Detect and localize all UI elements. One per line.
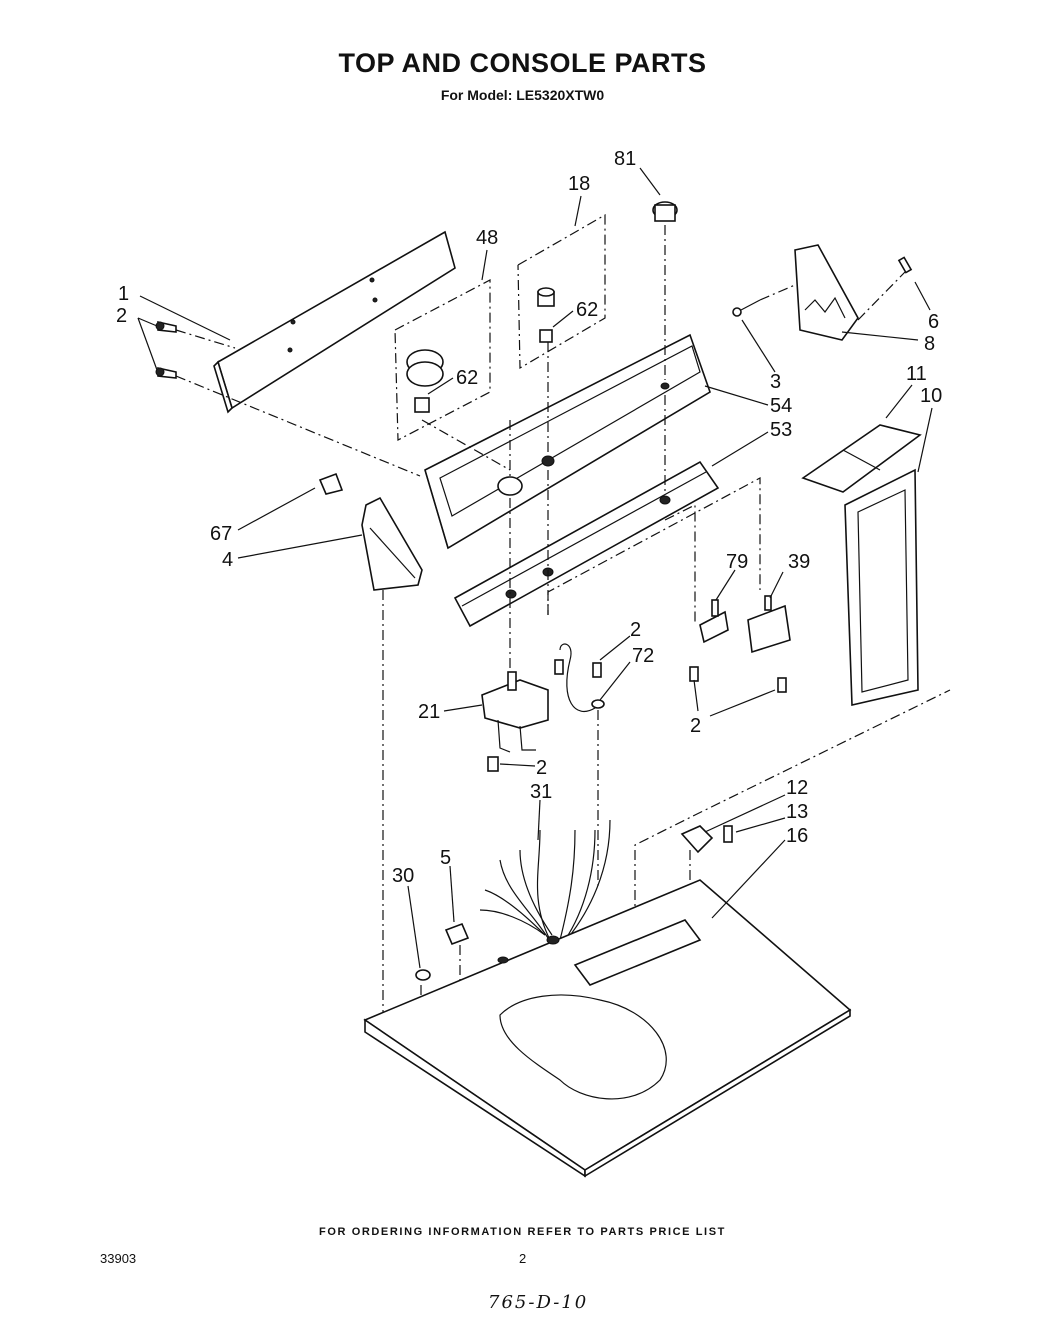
part-wire-harness (479, 819, 611, 941)
callout-10: 10 (920, 385, 942, 407)
callout-2-rear-screws: 2 (116, 305, 127, 327)
part-screw-3 (732, 299, 761, 317)
page-title: TOP AND CONSOLE PARTS (338, 48, 707, 78)
page-number: 2 (519, 1251, 527, 1266)
part-screw-21 (487, 756, 499, 772)
callout-79: 79 (726, 551, 748, 573)
part-ground-wire (554, 643, 605, 713)
part-clip-5 (444, 922, 470, 946)
callout-81: 81 (614, 148, 636, 170)
part-timer (481, 671, 549, 753)
ordering-note: FOR ORDERING INFORMATION REFER TO PARTS … (319, 1226, 726, 1238)
document-number: 33903 (100, 1251, 137, 1266)
part-rear-panel (213, 230, 456, 414)
callout-30: 30 (392, 865, 414, 887)
part-control-panel (844, 468, 919, 706)
callout-31: 31 (530, 781, 552, 803)
part-switch-39 (747, 595, 791, 654)
part-screws-switch (689, 666, 787, 693)
callout-2-switch: 2 (690, 715, 701, 737)
part-clip-67 (318, 472, 344, 495)
part-end-cap-left (361, 496, 423, 591)
callout-67: 67 (210, 523, 232, 545)
part-knob-48 (406, 349, 444, 413)
callout-11: 11 (906, 363, 927, 385)
part-cabinet-top (363, 879, 852, 1178)
callout-53: 53 (770, 419, 792, 441)
callout-12: 12 (786, 777, 808, 799)
callout-62-left: 62 (456, 367, 478, 389)
part-screw-13 (723, 825, 733, 843)
callout-16: 16 (786, 825, 808, 847)
callout-13: 13 (786, 801, 808, 823)
part-knob-18 (537, 287, 555, 343)
part-diffuser (801, 424, 922, 493)
part-console (424, 333, 711, 550)
callout-72: 72 (632, 645, 654, 667)
part-end-cap-right (794, 244, 859, 341)
part-clip-30 (415, 969, 431, 981)
callout-21: 21 (418, 701, 440, 723)
part-screws-rear (155, 321, 177, 379)
part-switch-79 (699, 599, 729, 644)
model-subtitle: For Model: LE5320XTW0 (440, 87, 605, 103)
part-knob-81 (652, 201, 678, 222)
callout-6: 6 (928, 311, 939, 333)
callout-3: 3 (770, 371, 781, 393)
callout-54: 54 (770, 395, 792, 417)
part-clip-12 (680, 825, 714, 854)
callout-8: 8 (924, 333, 935, 355)
callout-5: 5 (440, 847, 451, 869)
callout-39: 39 (788, 551, 810, 573)
callout-48: 48 (476, 227, 498, 249)
part-console-bracket (453, 460, 720, 628)
callout-1: 1 (118, 283, 129, 305)
callout-2-ground: 2 (630, 619, 641, 641)
callout-62-right: 62 (576, 299, 598, 321)
callout-2-timer: 2 (536, 757, 547, 779)
callout-4: 4 (222, 549, 233, 571)
callout-18: 18 (568, 173, 590, 195)
part-screw-6 (897, 256, 913, 274)
handwritten-code: 765-D-10 (488, 1292, 589, 1313)
